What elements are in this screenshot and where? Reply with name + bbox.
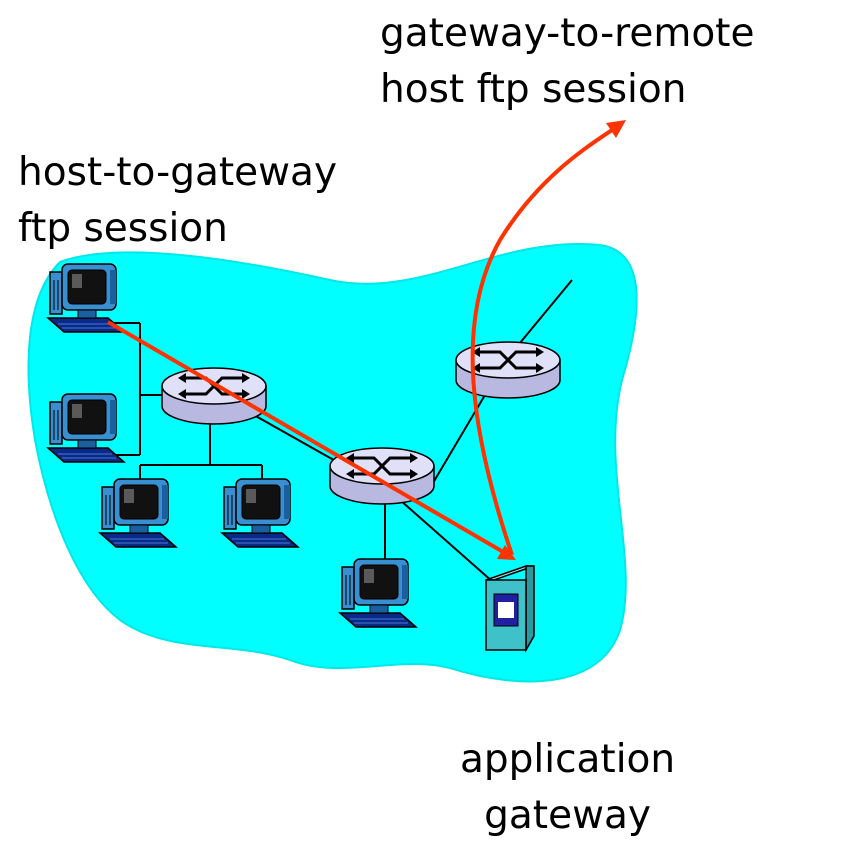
label-line: gateway-to-remote	[380, 11, 755, 56]
router-icon	[160, 366, 268, 426]
desktop-computer-icon	[47, 263, 125, 333]
label-line: gateway	[484, 793, 651, 838]
label-line: host-to-gateway	[18, 150, 338, 195]
desktop-computer-icon	[339, 558, 417, 628]
desktop-computer-icon	[221, 478, 299, 548]
host-to-gateway-ftp-path	[106, 320, 516, 560]
gateway-to-remote-ftp-path	[470, 120, 626, 556]
desktop-computer-icon	[47, 393, 125, 463]
application-gateway-server-icon	[485, 565, 535, 653]
label-line: host ftp session	[380, 67, 687, 112]
router-icon	[328, 446, 436, 506]
host-to-gateway-label: host-to-gateway ftp session	[18, 145, 337, 257]
label-line: ftp session	[18, 206, 228, 251]
desktop-computer-icon	[99, 478, 177, 548]
application-gateway-label: application gateway	[460, 732, 675, 844]
gateway-to-remote-label: gateway-to-remote host ftp session	[380, 6, 754, 118]
label-line: application	[460, 737, 676, 782]
